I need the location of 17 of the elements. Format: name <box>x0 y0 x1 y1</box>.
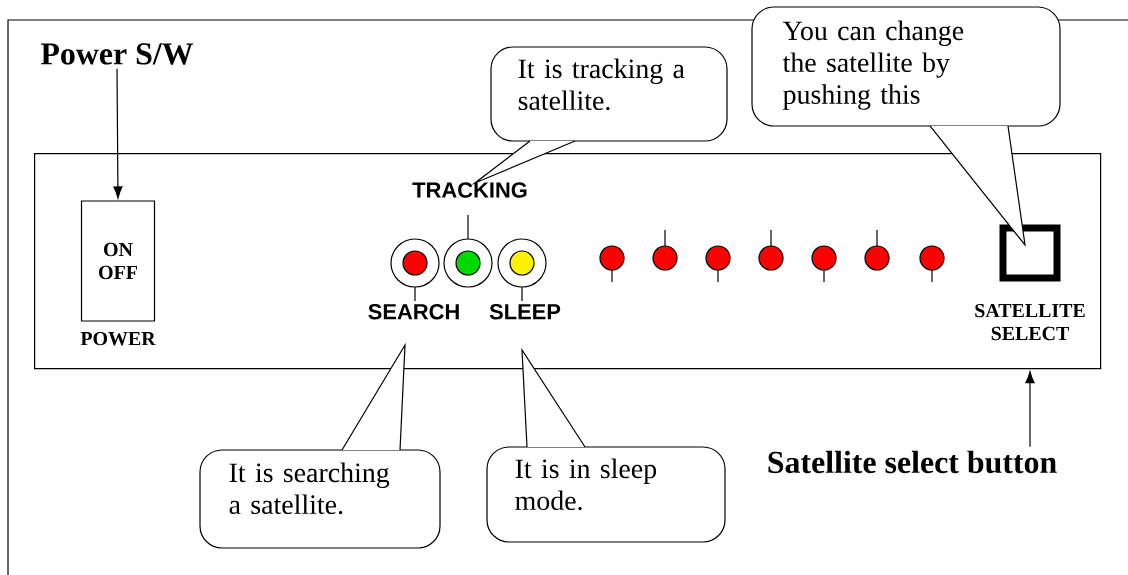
speech-bubble: It is searching a satellite. <box>199 342 441 549</box>
heading: Satellite select button <box>768 450 1057 474</box>
part-label: POWER <box>80 331 156 346</box>
indicator-led <box>443 214 493 288</box>
heading: Power S/W <box>40 43 194 65</box>
indicator-led <box>390 238 440 302</box>
part-label: SATELLITE SELECT <box>975 303 1085 341</box>
front-panel <box>34 153 1102 370</box>
indicator-led <box>497 238 547 302</box>
arrow <box>113 68 123 199</box>
speech-bubble: You can change the satellite by pushing this <box>751 6 1061 248</box>
push-button <box>999 224 1061 282</box>
power-switch: ON OFF <box>80 200 156 322</box>
arrow <box>1025 371 1035 448</box>
speech-bubble: It is in sleep mode. <box>486 347 726 543</box>
part-label: SEARCH <box>368 303 459 320</box>
part-label: SLEEP <box>489 303 561 320</box>
